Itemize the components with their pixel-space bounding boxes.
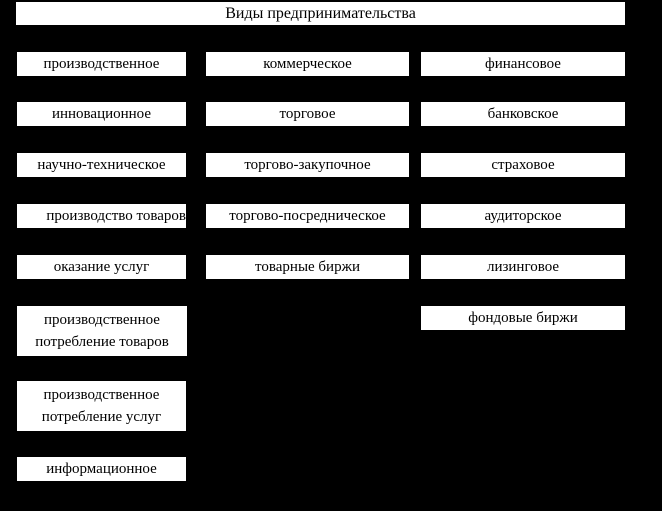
information-box: информационное [17,457,186,481]
goods-production-box: производство товаров [17,204,186,228]
innovation-box: инновационное [17,102,186,126]
diagram-title: Виды предпринимательства [16,2,625,25]
commodity-exchanges-box: товарные биржи [206,255,409,279]
audit-box: аудиторское [421,204,625,228]
trade-purchasing-box: торгово-закупочное [206,153,409,177]
services-consumption-box: производственное потребление услуг [17,381,186,431]
insurance-box: страховое [421,153,625,177]
stock-exchanges-box: фондовые биржи [421,306,625,330]
banking-box: банковское [421,102,625,126]
trade-box: торговое [206,102,409,126]
production-box: производственное [17,52,186,76]
services-box: оказание услуг [17,255,186,279]
goods-consumption-box: производственное потребление товаров [17,306,187,356]
trade-intermediary-box: торгово-посредническое [206,204,409,228]
commercial-box: коммерческое [206,52,409,76]
financial-box: финансовое [421,52,625,76]
leasing-box: лизинговое [421,255,625,279]
scientific-technical-box: научно-техническое [17,153,186,177]
